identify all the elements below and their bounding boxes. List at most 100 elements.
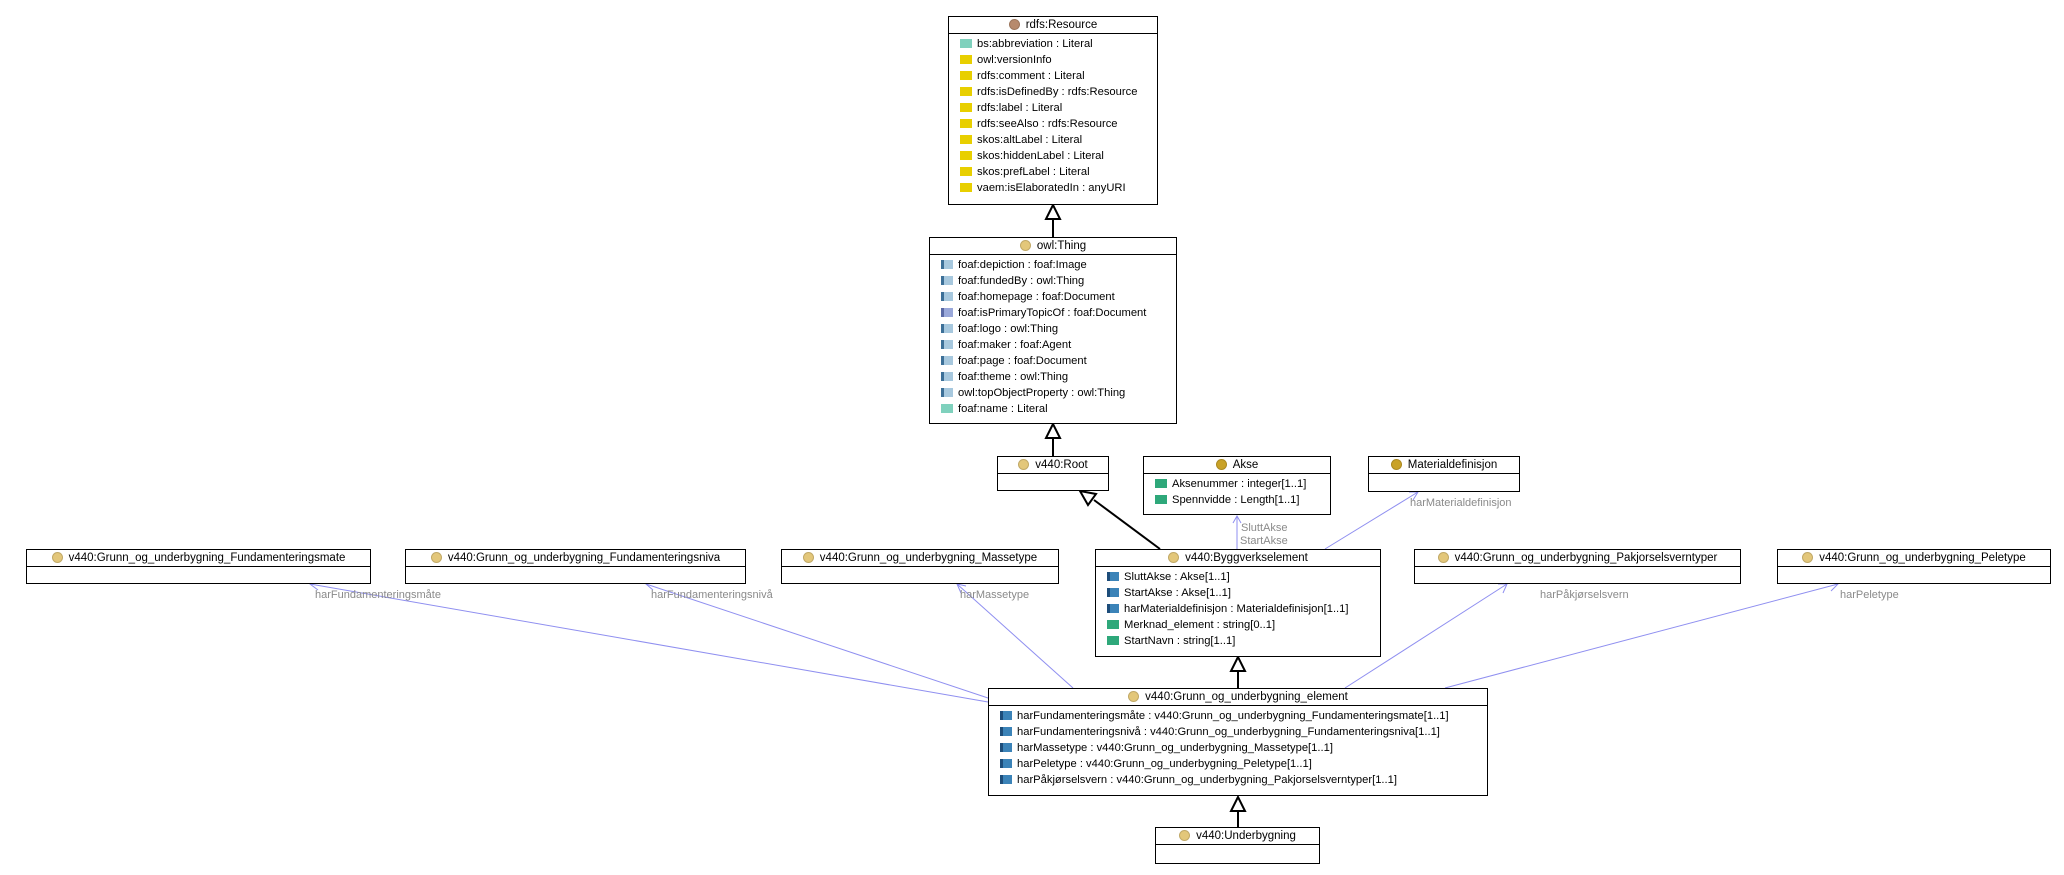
- attribute-row[interactable]: foaf:isPrimaryTopicOf : foaf:Document: [941, 305, 1176, 321]
- attribute-row[interactable]: foaf:depiction : foaf:Image: [941, 257, 1176, 273]
- class-title: v440:Grunn_og_underbygning_Pakjorselsver…: [1454, 552, 1718, 564]
- local-data-property-icon: [1107, 620, 1119, 629]
- attribute-row[interactable]: rdfs:seeAlso : rdfs:Resource: [960, 116, 1157, 132]
- class-icon: [1215, 459, 1227, 470]
- annotation-property-icon: [960, 135, 972, 144]
- attribute-text: harPeletype : v440:Grunn_og_underbygning…: [1017, 758, 1312, 770]
- attribute-row[interactable]: harMassetype : v440:Grunn_og_underbygnin…: [1000, 740, 1487, 756]
- class-header: v440:Grunn_og_underbygning_Massetype: [782, 550, 1058, 567]
- local-data-property-icon: [1107, 636, 1119, 645]
- thing-inheritance-arrowhead: [1044, 421, 1062, 439]
- class-header: v440:Grunn_og_underbygning_Fundamenterin…: [27, 550, 370, 567]
- local-object-property-icon: [1000, 711, 1012, 720]
- attribute-row[interactable]: vaem:isElaboratedIn : anyURI: [960, 180, 1157, 196]
- class-title: v440:Grunn_og_underbygning_Massetype: [819, 552, 1038, 564]
- attribute-row[interactable]: foaf:logo : owl:Thing: [941, 321, 1176, 337]
- class-title: v440:Byggverkselement: [1185, 552, 1308, 564]
- attribute-row[interactable]: rdfs:isDefinedBy : rdfs:Resource: [960, 84, 1157, 100]
- root-inheritance-arrowhead: [1078, 489, 1098, 507]
- attribute-row[interactable]: skos:altLabel : Literal: [960, 132, 1157, 148]
- attribute-row[interactable]: foaf:fundedBy : owl:Thing: [941, 273, 1176, 289]
- generalization-edges: [1044, 202, 1247, 827]
- class-v440-underbygning[interactable]: v440:Underbygning: [1155, 827, 1320, 864]
- class-title: rdfs:Resource: [1025, 19, 1098, 31]
- class-v440-root[interactable]: v440:Root: [997, 456, 1109, 491]
- attribute-row[interactable]: harFundamenteringsmåte : v440:Grunn_og_u…: [1000, 708, 1487, 724]
- fundamenteringsmate-association-line: [309, 583, 989, 703]
- class-grunn-fundamenteringsniva[interactable]: v440:Grunn_og_underbygning_Fundamenterin…: [405, 549, 746, 584]
- class-title: v440:Grunn_og_underbygning_element: [1145, 691, 1348, 703]
- attribute-row[interactable]: Aksenummer : integer[1..1]: [1155, 476, 1330, 492]
- attribute-text: harFundamenteringsmåte : v440:Grunn_og_u…: [1017, 710, 1449, 722]
- class-title: owl:Thing: [1036, 240, 1087, 252]
- class-materialdefinisjon[interactable]: Materialdefinisjon: [1368, 456, 1520, 492]
- attribute-row[interactable]: rdfs:label : Literal: [960, 100, 1157, 116]
- attribute-row[interactable]: harFundamenteringsnivå : v440:Grunn_og_u…: [1000, 724, 1487, 740]
- attribute-row[interactable]: skos:hiddenLabel : Literal: [960, 148, 1157, 164]
- class-header: Akse: [1144, 457, 1330, 474]
- class-akse[interactable]: Akse Aksenummer : integer[1..1] Spennvidd…: [1143, 456, 1331, 515]
- class-grunn-fundamenteringsmate[interactable]: v440:Grunn_og_underbygning_Fundamenterin…: [26, 549, 371, 584]
- attribute-text: Spennvidde : Length[1..1]: [1172, 494, 1300, 506]
- class-owl-thing[interactable]: owl:Thing foaf:depiction : foaf:Image foa…: [929, 237, 1177, 424]
- annotation-property-icon: [960, 55, 972, 64]
- peletype-association-line: [1444, 583, 1839, 689]
- class-grunn-peletype[interactable]: v440:Grunn_og_underbygning_Peletype: [1777, 549, 2051, 584]
- attribute-row[interactable]: owl:topObjectProperty : owl:Thing: [941, 385, 1176, 401]
- attribute-row[interactable]: StartAkse : Akse[1..1]: [1107, 585, 1380, 601]
- class-icon: [1168, 552, 1180, 563]
- class-grunn-massetype[interactable]: v440:Grunn_og_underbygning_Massetype: [781, 549, 1059, 584]
- edge-label-harpakjorselsvern: harPåkjørselsvern: [1540, 589, 1629, 601]
- attribute-text: owl:versionInfo: [977, 54, 1052, 66]
- class-icon: [1019, 240, 1031, 251]
- annotation-property-icon: [960, 167, 972, 176]
- attribute-row[interactable]: foaf:name : Literal: [941, 401, 1176, 417]
- attribute-row[interactable]: rdfs:comment : Literal: [960, 68, 1157, 84]
- attribute-row[interactable]: SluttAkse : Akse[1..1]: [1107, 569, 1380, 585]
- attribute-text: foaf:depiction : foaf:Image: [958, 259, 1087, 271]
- attribute-text: foaf:page : foaf:Document: [958, 355, 1087, 367]
- attribute-row[interactable]: Merknad_element : string[0..1]: [1107, 617, 1380, 633]
- class-title: v440:Grunn_og_underbygning_Fundamenterin…: [447, 552, 721, 564]
- attribute-row[interactable]: harPeletype : v440:Grunn_og_underbygning…: [1000, 756, 1487, 772]
- pakjorselsvern-association-line: [1344, 583, 1508, 689]
- class-title: Materialdefinisjon: [1407, 459, 1498, 471]
- attribute-row[interactable]: harPåkjørselsvern : v440:Grunn_og_underb…: [1000, 772, 1487, 788]
- annotation-property-icon: [960, 151, 972, 160]
- class-grunn-pakjorselsverntyper[interactable]: v440:Grunn_og_underbygning_Pakjorselsver…: [1414, 549, 1741, 584]
- massetype-association-line: [956, 583, 1074, 689]
- attribute-text: rdfs:label : Literal: [977, 102, 1063, 114]
- class-icon: [51, 552, 63, 563]
- class-grunn-og-underbygning-element[interactable]: v440:Grunn_og_underbygning_element harFu…: [988, 688, 1488, 796]
- object-property-icon: [941, 372, 953, 381]
- attribute-row[interactable]: foaf:page : foaf:Document: [941, 353, 1176, 369]
- attribute-text: Merknad_element : string[0..1]: [1124, 619, 1276, 631]
- attribute-row[interactable]: owl:versionInfo: [960, 52, 1157, 68]
- class-icon: [1128, 691, 1140, 702]
- class-v440-byggverkselement[interactable]: v440:Byggverkselement SluttAkse : Akse[1…: [1095, 549, 1381, 657]
- object-property-icon: [941, 276, 953, 285]
- attribute-row[interactable]: bs:abbreviation : Literal: [960, 36, 1157, 52]
- edge-label-harmassetype: harMassetype: [960, 589, 1030, 601]
- edge-label-harfundamenteringsniva: harFundamenteringsnivå: [651, 589, 773, 601]
- attribute-row[interactable]: harMaterialdefinisjon : Materialdefinisj…: [1107, 601, 1380, 617]
- class-rdfs-resource[interactable]: rdfs:Resource bs:abbreviation : Literal o…: [948, 16, 1158, 205]
- attribute-row[interactable]: foaf:maker : foaf:Agent: [941, 337, 1176, 353]
- object-property-icon: [941, 324, 953, 333]
- annotation-property-icon: [960, 71, 972, 80]
- attribute-text: skos:altLabel : Literal: [977, 134, 1083, 146]
- class-icon: [1390, 459, 1402, 470]
- massetype-arrowhead: [956, 583, 967, 594]
- class-title: v440:Root: [1035, 459, 1088, 471]
- attribute-row[interactable]: foaf:theme : owl:Thing: [941, 369, 1176, 385]
- object-property-icon: [941, 260, 953, 269]
- attribute-row[interactable]: skos:prefLabel : Literal: [960, 164, 1157, 180]
- attribute-row[interactable]: StartNavn : string[1..1]: [1107, 633, 1380, 649]
- edge-label-harmaterialdefinisjon: harMaterialdefinisjon: [1410, 497, 1512, 509]
- attribute-text: foaf:fundedBy : owl:Thing: [958, 275, 1085, 287]
- attribute-text: StartNavn : string[1..1]: [1124, 635, 1236, 647]
- attribute-row[interactable]: Spennvidde : Length[1..1]: [1155, 492, 1330, 508]
- attribute-row[interactable]: foaf:homepage : foaf:Document: [941, 289, 1176, 305]
- attribute-text: StartAkse : Akse[1..1]: [1124, 587, 1231, 599]
- local-object-property-icon: [1000, 759, 1012, 768]
